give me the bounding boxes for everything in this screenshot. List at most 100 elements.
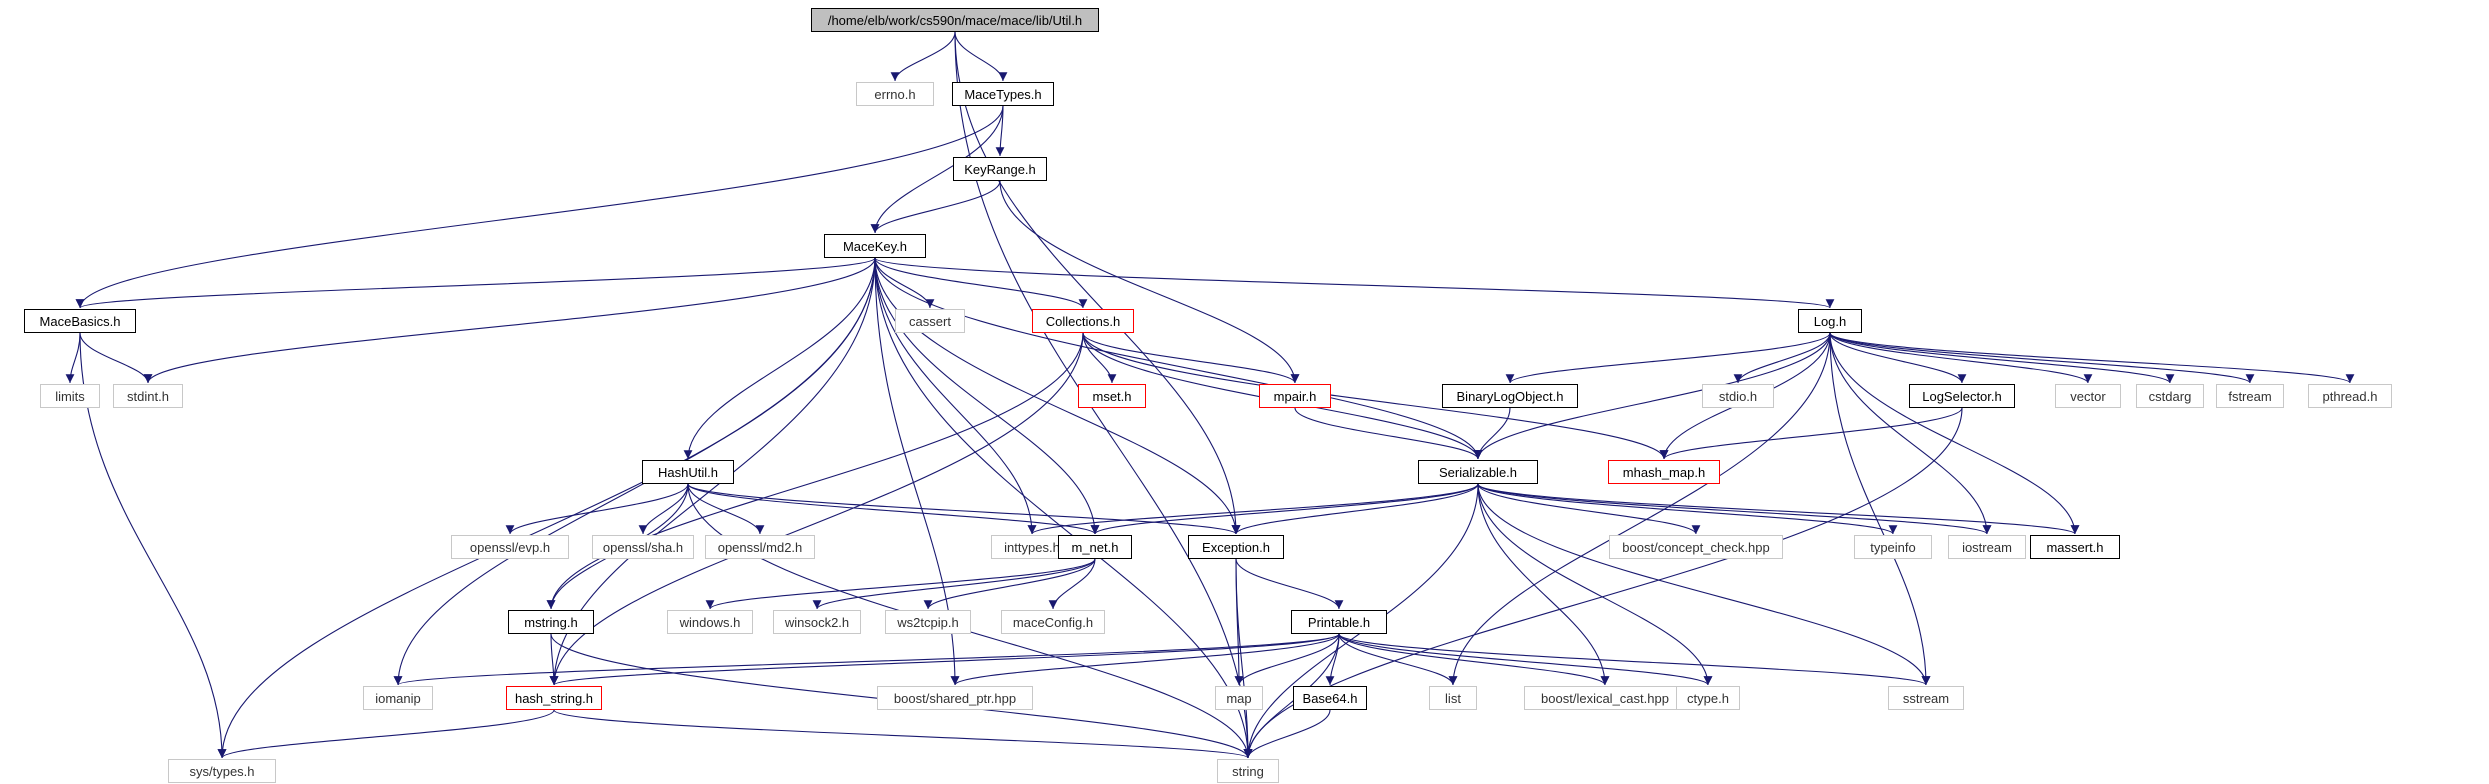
edge-macebasics-to-limits	[65, 332, 81, 384]
node-sstream[interactable]: sstream	[1888, 686, 1964, 710]
node-macetypes[interactable]: MaceTypes.h	[952, 82, 1054, 106]
node-evp[interactable]: openssl/evp.h	[451, 535, 569, 559]
node-macekey[interactable]: MaceKey.h	[824, 234, 926, 258]
node-serializable[interactable]: Serializable.h	[1418, 460, 1538, 484]
edge-serializable-to-ctype	[1477, 483, 1713, 686]
node-systypes[interactable]: sys/types.h	[168, 759, 276, 783]
edge-hashstring-to-systypes	[217, 709, 555, 759]
node-hashutil[interactable]: HashUtil.h	[642, 460, 734, 484]
edge-serializable-to-mnet	[1090, 483, 1479, 535]
edge-log-to-pthread	[1829, 332, 2355, 384]
edge-keyrange-to-mpair	[999, 180, 1300, 384]
edge-macekey-to-stdint	[143, 257, 876, 384]
node-stdio[interactable]: stdio.h	[1702, 384, 1774, 408]
node-map[interactable]: map	[1215, 686, 1263, 710]
edge-mnet-to-ws2tcpip	[923, 558, 1096, 610]
edge-logselector-to-string	[1243, 407, 1963, 759]
node-mset[interactable]: mset.h	[1078, 384, 1146, 408]
node-vector[interactable]: vector	[2055, 384, 2121, 408]
edge-collections-to-mset	[1082, 332, 1117, 384]
edge-serializable-to-conceptcheck	[1477, 483, 1701, 535]
node-iomanip[interactable]: iomanip	[363, 686, 433, 710]
edge-macekey-to-hashutil	[683, 257, 876, 460]
edge-macekey-to-collections	[874, 257, 1088, 309]
edge-macekey-to-inttypes	[874, 257, 1037, 535]
node-mpair[interactable]: mpair.h	[1259, 384, 1331, 408]
node-iostream[interactable]: iostream	[1948, 535, 2026, 559]
edge-serializable-to-inttypes	[1027, 483, 1479, 535]
node-cassert[interactable]: cassert	[895, 309, 965, 333]
edge-macekey-to-exception	[874, 257, 1241, 535]
node-pthread[interactable]: pthread.h	[2308, 384, 2392, 408]
node-keyrange[interactable]: KeyRange.h	[953, 157, 1047, 181]
edge-log-to-binarylog	[1505, 332, 1831, 384]
edge-exception-to-string	[1235, 558, 1253, 759]
node-mhashmap[interactable]: mhash_map.h	[1608, 460, 1720, 484]
node-massert[interactable]: massert.h	[2030, 535, 2120, 559]
edge-exception-to-printable	[1235, 558, 1344, 610]
node-lexicalcast[interactable]: boost/lexical_cast.hpp	[1524, 686, 1686, 710]
node-mnet[interactable]: m_net.h	[1058, 535, 1132, 559]
edge-mstring-to-hashstring	[549, 633, 559, 686]
node-fstream[interactable]: fstream	[2216, 384, 2284, 408]
edge-util-to-exception	[954, 31, 1241, 535]
node-typeinfo[interactable]: typeinfo	[1854, 535, 1932, 559]
node-hashstring[interactable]: hash_string.h	[506, 686, 602, 710]
edge-hashutil-to-sha	[638, 483, 689, 535]
edge-hashutil-to-evp	[505, 483, 689, 535]
edge-printable-to-sharedptr	[950, 633, 1340, 686]
node-winsock2[interactable]: winsock2.h	[773, 610, 861, 634]
edge-log-to-iostream	[1829, 332, 1992, 535]
node-printable[interactable]: Printable.h	[1291, 610, 1387, 634]
node-base64[interactable]: Base64.h	[1293, 686, 1367, 710]
node-windows[interactable]: windows.h	[667, 610, 753, 634]
node-log[interactable]: Log.h	[1798, 309, 1862, 333]
edge-hashutil-to-mnet	[687, 483, 1100, 535]
node-macebasics[interactable]: MaceBasics.h	[24, 309, 136, 333]
edge-log-to-logselector	[1829, 332, 1967, 384]
edge-log-to-sstream	[1829, 332, 1931, 686]
edge-log-to-serializable	[1473, 332, 1831, 460]
edge-macetypes-to-macekey	[870, 105, 1004, 234]
edge-printable-to-ctype	[1338, 633, 1713, 686]
edge-collections-to-mstring	[546, 332, 1084, 610]
edge-macekey-to-log	[874, 257, 1834, 309]
node-conceptcheck[interactable]: boost/concept_check.hpp	[1609, 535, 1783, 559]
node-list[interactable]: list	[1429, 686, 1477, 710]
edge-mnet-to-windows	[705, 558, 1096, 610]
node-collections[interactable]: Collections.h	[1032, 309, 1134, 333]
edge-printable-to-list	[1338, 633, 1458, 686]
node-util[interactable]: /home/elb/work/cs590n/mace/mace/lib/Util…	[811, 8, 1099, 32]
edge-collections-to-mhashmap	[1082, 332, 1669, 460]
edge-log-to-list	[1448, 332, 1831, 686]
edge-collections-to-mpair	[1082, 332, 1300, 384]
edge-serializable-to-sstream	[1477, 483, 1931, 686]
edge-macekey-to-serializable	[874, 257, 1483, 460]
edge-binarylog-to-serializable	[1473, 407, 1511, 460]
node-sha[interactable]: openssl/sha.h	[592, 535, 694, 559]
node-md2[interactable]: openssl/md2.h	[705, 535, 815, 559]
node-mstring[interactable]: mstring.h	[508, 610, 594, 634]
edge-log-to-massert	[1829, 332, 2080, 535]
edge-util-to-errno	[890, 31, 956, 82]
node-ctype[interactable]: ctype.h	[1676, 686, 1740, 710]
edge-printable-to-iomanip	[394, 633, 1340, 686]
node-sharedptr[interactable]: boost/shared_ptr.hpp	[877, 686, 1033, 710]
node-stdint[interactable]: stdint.h	[113, 384, 183, 408]
node-string[interactable]: string	[1217, 759, 1279, 783]
edge-printable-to-hashstring	[549, 633, 1340, 686]
edge-keyrange-to-macekey	[870, 180, 1001, 234]
node-logselector[interactable]: LogSelector.h	[1909, 384, 2015, 408]
node-ws2tcpip[interactable]: ws2tcpip.h	[885, 610, 971, 634]
node-errno[interactable]: errno.h	[856, 82, 934, 106]
edge-mnet-to-maceconfig	[1048, 558, 1096, 610]
node-maceconfig[interactable]: maceConfig.h	[1001, 610, 1105, 634]
edge-log-to-cstdarg	[1829, 332, 2175, 384]
edge-printable-to-lexicalcast	[1338, 633, 1610, 686]
edge-serializable-to-massert	[1477, 483, 2080, 535]
node-limits[interactable]: limits	[40, 384, 100, 408]
node-exception[interactable]: Exception.h	[1188, 535, 1284, 559]
node-cstdarg[interactable]: cstdarg	[2136, 384, 2204, 408]
node-binarylog[interactable]: BinaryLogObject.h	[1442, 384, 1578, 408]
